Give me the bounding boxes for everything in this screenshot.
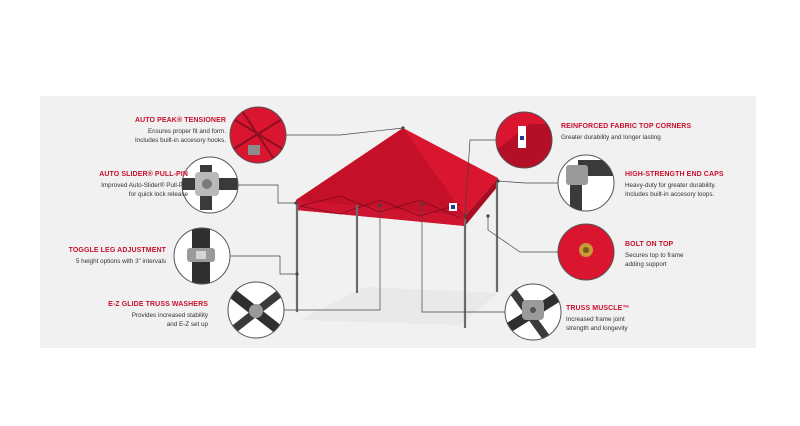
feature-title: AUTO SLIDER® PULL-PIN bbox=[99, 171, 188, 178]
feature-title: TOGGLE LEG ADJUSTMENT bbox=[68, 247, 166, 254]
ground-shadow bbox=[300, 287, 498, 325]
feature-truss-muscle: TRUSS MUSCLE™ Increased frame joint stre… bbox=[566, 304, 686, 333]
desc-line: Includes built-in accesory loops. bbox=[625, 190, 715, 198]
feature-end-caps: HIGH-STRENGTH END CAPS Heavy-duty for gr… bbox=[625, 170, 755, 199]
detail-reinforced-corners bbox=[495, 111, 553, 169]
feature-desc: 5 height options with 3" intervals bbox=[0, 258, 166, 267]
callout-lines bbox=[230, 127, 558, 313]
feature-bolt-on-top: BOLT ON TOP Secures top to frame adding … bbox=[625, 240, 745, 269]
detail-ez-glide bbox=[227, 281, 285, 339]
feature-desc: Heavy-duty for greater durability. Inclu… bbox=[625, 182, 755, 199]
feature-desc: Increased frame joint strength and longe… bbox=[566, 316, 686, 333]
desc-line: adding support bbox=[625, 260, 667, 268]
desc-line: Improved Auto-Slider® Pull-Pin bbox=[101, 182, 188, 189]
feature-title: BOLT ON TOP bbox=[625, 241, 674, 248]
detail-auto-peak bbox=[229, 106, 287, 164]
feature-title: AUTO PEAK® TENSIONER bbox=[134, 117, 226, 124]
desc-line: Ensures proper fit and form. bbox=[147, 128, 226, 135]
feature-toggle-leg: TOGGLE LEG ADJUSTMENT 5 height options w… bbox=[0, 246, 166, 267]
detail-auto-slider bbox=[181, 156, 239, 214]
desc-line: strength and longevity bbox=[566, 324, 628, 332]
feature-desc: Secures top to frame adding support bbox=[625, 252, 745, 269]
canopy-top bbox=[296, 128, 498, 226]
frame-legs bbox=[295, 182, 499, 328]
desc-line: Greater durability and longer lasting bbox=[561, 134, 661, 141]
feature-auto-slider: AUTO SLIDER® PULL-PIN Improved Auto-Slid… bbox=[18, 170, 188, 199]
feature-desc: Improved Auto-Slider® Pull-Pin for quick… bbox=[18, 182, 188, 199]
feature-title: TRUSS MUSCLE™ bbox=[566, 305, 630, 312]
callout-dots bbox=[294, 126, 500, 276]
desc-line: Includes built-in accesory hooks. bbox=[134, 136, 226, 144]
desc-line: and E-Z set up bbox=[166, 320, 208, 328]
desc-line: 5 height options with 3" intervals bbox=[75, 258, 166, 265]
desc-line: for quick lock release bbox=[128, 190, 188, 198]
feature-reinforced-corners: REINFORCED FABRIC TOP CORNERS Greater du… bbox=[561, 122, 741, 143]
desc-line: Increased frame joint bbox=[566, 316, 625, 323]
feature-title: REINFORCED FABRIC TOP CORNERS bbox=[561, 123, 692, 130]
feature-title: E-Z GLIDE TRUSS WASHERS bbox=[108, 301, 208, 308]
feature-auto-peak: AUTO PEAK® TENSIONER Ensures proper fit … bbox=[56, 116, 226, 145]
detail-end-caps bbox=[557, 154, 615, 212]
detail-toggle-leg bbox=[173, 227, 231, 285]
feature-desc: Ensures proper fit and form. Includes bu… bbox=[56, 128, 226, 145]
detail-bolt-on-top bbox=[557, 223, 615, 281]
feature-desc: Greater durability and longer lasting bbox=[561, 134, 741, 143]
desc-line: Provides increased stability bbox=[131, 312, 208, 319]
desc-line: Secures top to frame bbox=[625, 252, 684, 259]
feature-ez-glide: E-Z GLIDE TRUSS WASHERS Provides increas… bbox=[38, 300, 208, 329]
detail-truss-muscle bbox=[504, 283, 562, 341]
feature-title: HIGH-STRENGTH END CAPS bbox=[625, 171, 724, 178]
feature-desc: Provides increased stability and E-Z set… bbox=[38, 312, 208, 329]
desc-line: Heavy-duty for greater durability. bbox=[625, 182, 716, 189]
